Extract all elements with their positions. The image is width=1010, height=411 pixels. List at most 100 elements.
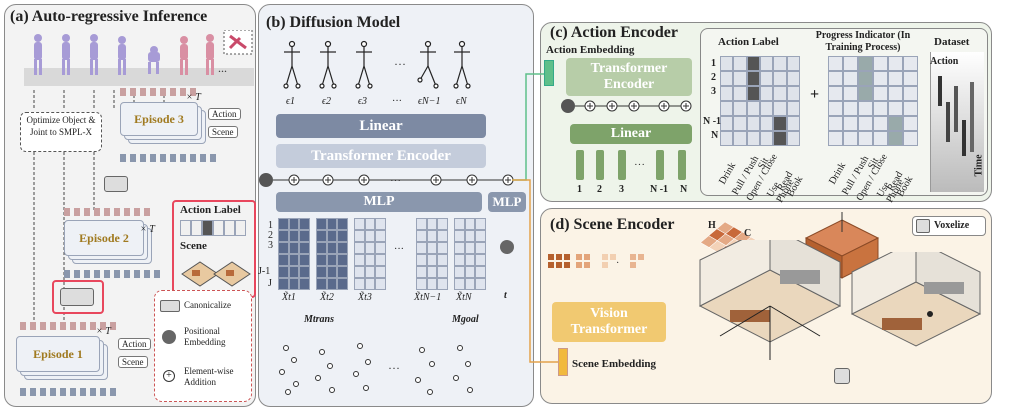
human-motion-sequence: ...: [24, 30, 254, 86]
kitchen-scene-clean: [850, 252, 982, 347]
matrix-row-2: 2: [711, 72, 716, 83]
legend-canonicalize: Canonicalize: [184, 300, 231, 310]
episode3-card: Episode 3: [120, 102, 198, 136]
scene-title: Scene: [180, 240, 207, 252]
plus-sign: +: [810, 86, 820, 103]
optimize-box: [20, 112, 102, 152]
x-label-n: X̃tN: [456, 292, 472, 303]
episode1-times-t: × T: [96, 326, 111, 337]
panel-a-title: (a) Auto-regressive Inference: [10, 8, 208, 25]
action-embedding-label: Action Embedding: [546, 44, 635, 56]
row-label-1: 1: [268, 220, 273, 231]
action-token-label-2: 2: [597, 184, 602, 195]
skeleton-outputs: ···: [283, 40, 471, 89]
svg-text:···: ···: [394, 57, 406, 71]
svg-text:···: ···: [388, 361, 400, 375]
voxelize-legend: [912, 216, 986, 236]
canonicalize-legend-icon: [160, 300, 180, 312]
grid-dots: ···: [394, 244, 404, 255]
episode3-input-row: [120, 154, 220, 162]
action-transformer-encoder: Transformer Encoder: [566, 58, 692, 96]
axis-h-label: H: [708, 220, 716, 231]
optimize-label: Optimize Object & Joint to SMPL-X: [26, 115, 96, 137]
addition-icon: +: [163, 370, 175, 382]
episode1-card: Episode 1: [16, 336, 100, 372]
episode2-input-row: [64, 270, 164, 278]
episode2-card: Episode 2: [64, 220, 144, 256]
m-goal-label: Mgoal: [452, 314, 479, 325]
vision-transformer-bar: Vision Transformer: [552, 302, 666, 342]
episode3-times-t: × T: [186, 92, 201, 103]
xt1-grid: [278, 218, 310, 290]
canonicalize-icon-small: [104, 176, 128, 192]
m-trans-label: Mtrans: [304, 314, 335, 325]
kitchen-scene-raw: [698, 240, 842, 360]
eps-label-n-1: ϵN−1: [418, 96, 441, 107]
voxelize-icon: [916, 219, 930, 233]
eps-label-n: ϵN: [456, 96, 467, 107]
action-embedding-token: [544, 60, 554, 86]
row-label-2: 2: [268, 230, 273, 241]
matrix-row-n: N: [711, 130, 719, 141]
legend-addition: Element-wise Addition: [184, 366, 234, 387]
positional-embedding-icon: [162, 330, 176, 344]
action-token-label-3: 3: [619, 184, 624, 195]
episode3-scene-tag: Scene: [208, 126, 238, 138]
episode2-times-t: × T: [140, 224, 155, 235]
action-tokens: ···: [576, 150, 686, 180]
x-label-2: X̃t2: [320, 292, 334, 303]
scene-embedding-label: Scene Embedding: [572, 358, 657, 370]
action-linear-bar: Linear: [570, 124, 692, 144]
action-label-title: Action Label: [180, 204, 241, 216]
progress-indicator-header: Progress Indicator (In Training Process): [815, 30, 911, 53]
panel-d-title: (d) Scene Encoder: [550, 216, 675, 233]
scene-voxel-tokens: ·: [548, 254, 644, 269]
axis-c-label: C: [744, 228, 752, 239]
panel-c-title: (c) Action Encoder: [550, 24, 678, 41]
action-token-label-1: 1: [577, 184, 582, 195]
action-token-label-n: N: [680, 184, 688, 195]
panel-b-title: (b) Diffusion Model: [266, 14, 401, 31]
episode1-token-row: [20, 322, 120, 330]
mlp-t-bar: MLP: [488, 192, 526, 212]
dataset-header: Dataset: [934, 36, 970, 48]
eps-dots: ···: [392, 96, 402, 107]
svg-text:···: ···: [390, 175, 401, 187]
episode2-token-row: [64, 208, 154, 216]
row-label-3: 3: [268, 240, 273, 251]
action-label-grid: [180, 220, 246, 236]
row-label-j-1: J-1: [258, 266, 271, 277]
matrix-row-1: 1: [711, 58, 716, 69]
svg-text:·: ·: [616, 258, 619, 269]
svg-text:...: ...: [218, 61, 227, 75]
transformer-encoder-bar: Transformer Encoder: [276, 144, 486, 168]
x-label-1: X̃t1: [282, 292, 296, 303]
episode1-action-tag: Action: [118, 338, 151, 350]
addition-row: ···: [259, 173, 514, 187]
xt2-grid: [316, 218, 348, 290]
matrix-row-n-1: N -1: [703, 116, 722, 127]
noise-samples: ···: [279, 343, 473, 395]
xt3-grid: [354, 218, 386, 290]
mlp-bar: MLP: [276, 192, 482, 212]
xtn-grid: [454, 218, 486, 290]
episode1-input-row: [20, 388, 120, 396]
dataset-bars: [938, 76, 974, 156]
voxelize-label: Voxelize: [934, 220, 970, 231]
eps-label-1: ϵ1: [286, 96, 296, 107]
episode3-action-tag: Action: [208, 108, 241, 120]
voxelize-step-icon: [834, 368, 850, 384]
timestep-positional-icon: [500, 240, 514, 254]
action-token-label-n-1: N -1: [650, 184, 669, 195]
eps-label-2: ϵ2: [322, 96, 332, 107]
scene-embedding-token: [558, 348, 568, 376]
action-label-matrix: [720, 56, 800, 146]
action-label-header: Action Label: [718, 36, 779, 48]
eps-label-3: ϵ3: [358, 96, 368, 107]
action-addition-row: [561, 99, 692, 113]
linear-bar: Linear: [276, 114, 486, 138]
dataset-action-label: Action: [930, 56, 959, 67]
scene-thumbnail: [181, 261, 251, 287]
t-label: t: [504, 290, 507, 301]
